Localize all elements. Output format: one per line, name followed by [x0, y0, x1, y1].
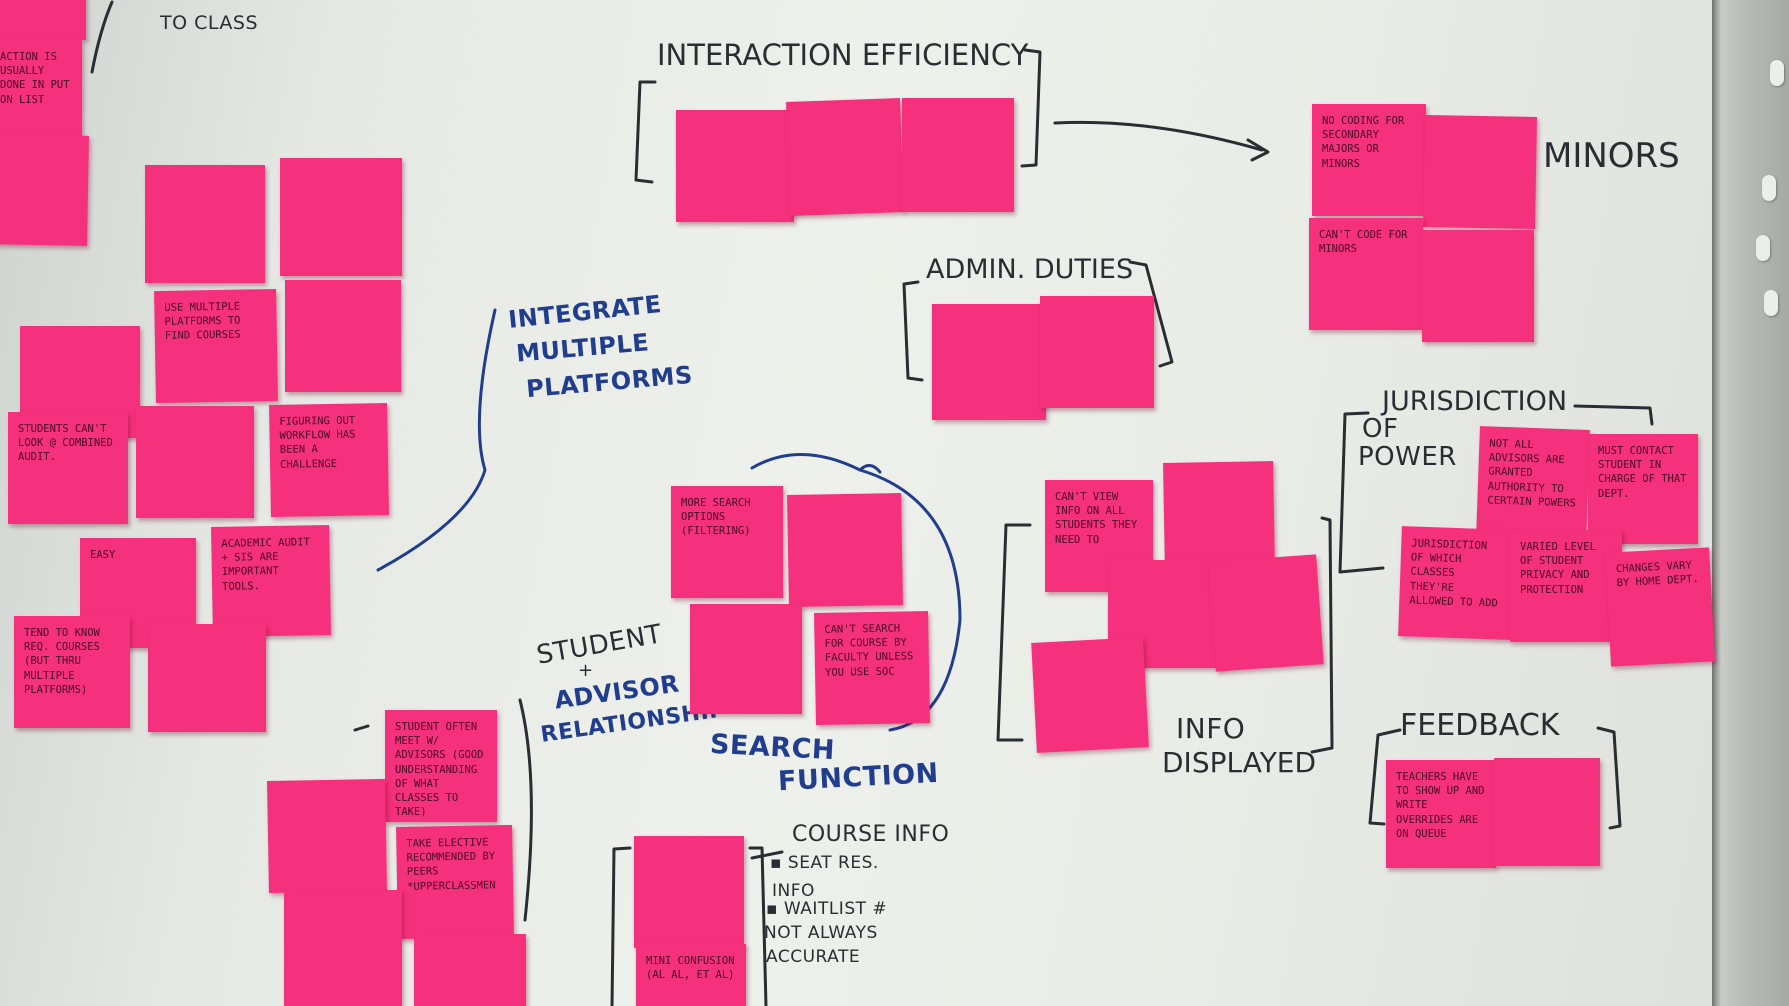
sticky-note: [690, 604, 802, 714]
bracket-right-interaction: [1020, 48, 1042, 168]
course-info-title: COURSE INFO: [792, 822, 950, 847]
sticky-note: [1494, 758, 1600, 866]
sticky-note: [1163, 461, 1275, 573]
sticky-note: ACADEMIC AUDIT + SIS ARE IMPORTANT TOOLS…: [211, 524, 331, 638]
advisor-brace: [518, 698, 533, 922]
bracket-right-admin: [1128, 260, 1174, 368]
sticky-note: NO CODING FOR SECONDARY MAJORS OR MINORS: [1312, 104, 1426, 216]
sticky-note: [148, 624, 266, 732]
bracket-left-admin: [902, 280, 924, 382]
student-advisor-heading-line2: +: [578, 660, 594, 681]
admin-duties-heading: ADMIN. DUTIES: [926, 254, 1134, 285]
bracket-left-feedback: [1368, 728, 1402, 826]
sticky-note: [280, 158, 402, 276]
sticky-note: [284, 890, 402, 1006]
sticky-note: STUDENTS CAN'T LOOK @ COMBINED AUDIT.: [8, 412, 128, 524]
sticky-note: [634, 836, 744, 948]
search-loop: [750, 453, 962, 732]
bracket-right-feedback: [1596, 726, 1622, 830]
jurisdiction-heading-line1: JURISDICTION: [1382, 386, 1568, 417]
sticky-note: [932, 304, 1046, 420]
sticky-note: VARIED LEVEL OF STUDENT PRIVACY AND PROT…: [1510, 530, 1622, 642]
sticky-note: STUDENT OFTEN MEET W/ ADVISORS (GOOD UND…: [385, 710, 497, 822]
sticky-note: [786, 98, 904, 216]
sticky-note: USE MULTIPLE PLATFORMS TO FIND COURSES: [154, 288, 278, 404]
sticky-note: NOT ALL ADVISORS ARE GRANTED AUTHORITY T…: [1476, 426, 1590, 542]
pin: [1756, 235, 1770, 261]
sticky-note: TEACHERS HAVE TO SHOW UP AND WRITE OVERR…: [1386, 760, 1496, 868]
sticky-note: [1208, 554, 1324, 672]
sticky-note: TEND TO KNOW REQ. COURSES (BUT THRU MULT…: [14, 616, 130, 728]
search-loop-tip: [858, 464, 882, 474]
bracket-left-info: [996, 523, 1032, 742]
course-tick: [750, 850, 784, 860]
course-info-item1b: INFO: [772, 881, 815, 901]
course-info-item2c: ACCURATE: [766, 947, 861, 967]
sticky-note: [1031, 637, 1149, 753]
to-class-label: TO CLASS: [160, 12, 259, 34]
bracket-course: [610, 846, 632, 1006]
bracket-jurisdiction: [1338, 411, 1385, 574]
integrate-brace: [376, 308, 497, 572]
jurisdiction-heading-line3: POWER: [1358, 442, 1457, 472]
search-function-heading-line1: SEARCH: [709, 728, 836, 767]
advisor-tick: [353, 724, 370, 732]
arrow-to-minors: [1053, 120, 1264, 152]
sticky-note: [1422, 230, 1534, 342]
arrowhead: [1246, 138, 1270, 162]
top-left-line: [90, 0, 114, 74]
sticky-note: [267, 778, 387, 894]
jurisdiction-heading-line2: OF: [1362, 414, 1399, 444]
jurisdiction-underline: [1573, 404, 1654, 426]
sticky-note: [902, 98, 1014, 212]
sticky-note: FIGURING OUT WORKFLOW HAS BEEN A CHALLEN…: [269, 402, 389, 518]
info-displayed-heading-line1: INFO: [1176, 712, 1246, 745]
wall-frame: [1712, 0, 1789, 1006]
sticky-note: MUST CONTACT STUDENT IN CHARGE OF THAT D…: [1588, 434, 1698, 544]
sticky-note: [0, 134, 89, 246]
minors-heading: MINORS: [1543, 136, 1680, 176]
sticky-note: [136, 406, 254, 518]
sticky-note: [414, 934, 526, 1006]
sticky-note: [145, 165, 265, 283]
sticky-note: [0, 0, 86, 40]
course-info-item2b: NOT ALWAYS: [764, 923, 878, 943]
pin: [1762, 175, 1776, 201]
sticky-note: [285, 280, 401, 392]
sticky-note: TAKE ELECTIVE RECOMMENDED BY PEERS *UPPE…: [396, 824, 514, 940]
sticky-note: MORE SEARCH OPTIONS (FILTERING): [671, 486, 783, 598]
sticky-note: [1040, 296, 1154, 408]
bracket-right-info: [1310, 516, 1334, 754]
course-info-item1: ▪ SEAT RES.: [770, 853, 879, 873]
pin: [1770, 60, 1784, 86]
sticky-note: CAN'T CODE FOR MINORS: [1309, 218, 1423, 330]
sticky-note: JURISDICTION OF WHICH CLASSES THEY'RE AL…: [1398, 526, 1514, 640]
bracket-course-right: [748, 846, 768, 1006]
sticky-note: [676, 110, 794, 222]
course-info-item2: ▪ WAITLIST #: [766, 899, 888, 919]
sticky-note: CAN'T SEARCH FOR COURSE BY FACULTY UNLES…: [814, 611, 930, 725]
pin: [1764, 290, 1778, 316]
sticky-note: MINI CONFUSION (AL AL, ET AL): [636, 944, 746, 1006]
feedback-heading: FEEDBACK: [1400, 708, 1560, 743]
interaction-efficiency-heading: INTERACTION EFFICIENCY: [657, 38, 1029, 72]
sticky-note: [1423, 115, 1537, 229]
sticky-note: CHANGES VARY BY HOME DEPT.: [1605, 547, 1715, 667]
sticky-note: [787, 493, 903, 607]
bracket-left-interaction: [634, 80, 657, 184]
info-displayed-heading-line2: DISPLAYED: [1162, 746, 1317, 779]
